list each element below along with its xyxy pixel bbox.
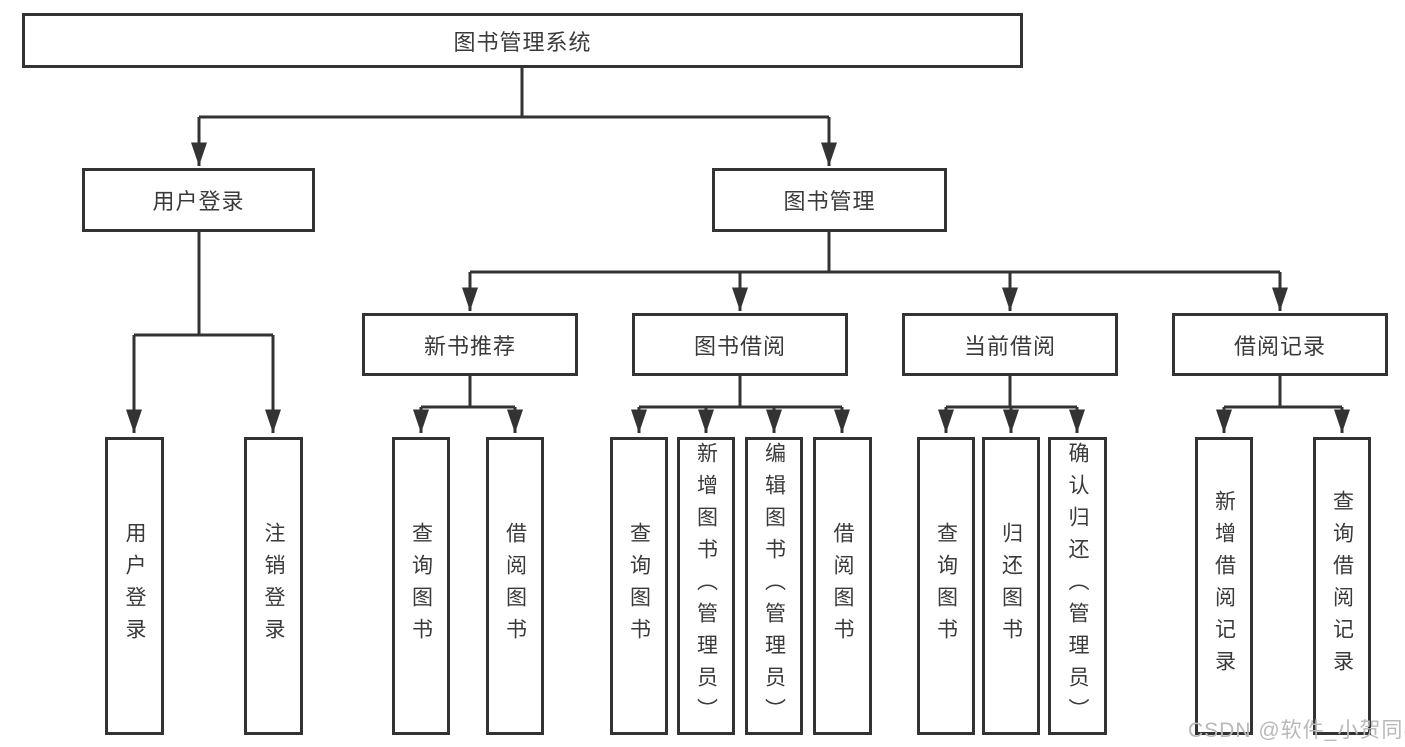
leaf-rec-query-books: 查询图书	[392, 437, 450, 735]
node-user-login: 用户登录	[82, 168, 315, 232]
leaf-cb-confirm-return-admin: 确认归还（管理员）	[1048, 437, 1107, 735]
leaf-cb-return-books: 归还图书	[982, 437, 1040, 735]
node-borrowing-records: 借阅记录	[1172, 313, 1388, 376]
connector-user-login-children	[126, 232, 281, 433]
connector-root-to-level2	[191, 68, 837, 166]
leaf-cb-query-books: 查询图书	[917, 437, 975, 735]
leaf-logout: 注销登录	[244, 437, 303, 735]
node-root-system: 图书管理系统	[22, 13, 1023, 68]
leaf-bb-borrow-books: 借阅图书	[813, 437, 872, 735]
connector-borrow-records-children	[1216, 376, 1350, 433]
node-current-borrowing: 当前借阅	[902, 313, 1118, 376]
leaf-br-query-record: 查询借阅记录	[1313, 437, 1371, 735]
leaf-user-login: 用户登录	[105, 437, 164, 735]
leaf-bb-edit-books-admin: 编辑图书（管理员）	[745, 437, 803, 735]
connector-new-book-rec-children	[413, 376, 523, 433]
leaf-bb-add-books-admin: 新增图书（管理员）	[677, 437, 735, 735]
node-book-borrowing: 图书借阅	[632, 313, 848, 376]
connector-book-mgmt-children	[462, 232, 1288, 311]
connector-book-borrow-children	[631, 376, 850, 433]
leaf-bb-query-books: 查询图书	[610, 437, 668, 735]
leaf-br-add-record: 新增借阅记录	[1195, 437, 1253, 735]
csdn-watermark: CSDN @软件_小贺同学	[1188, 719, 1405, 742]
node-new-book-recommend: 新书推荐	[362, 313, 578, 376]
leaf-rec-borrow-books: 借阅图书	[486, 437, 544, 735]
node-book-management: 图书管理	[712, 168, 947, 232]
connector-current-borrow-children	[938, 376, 1085, 433]
